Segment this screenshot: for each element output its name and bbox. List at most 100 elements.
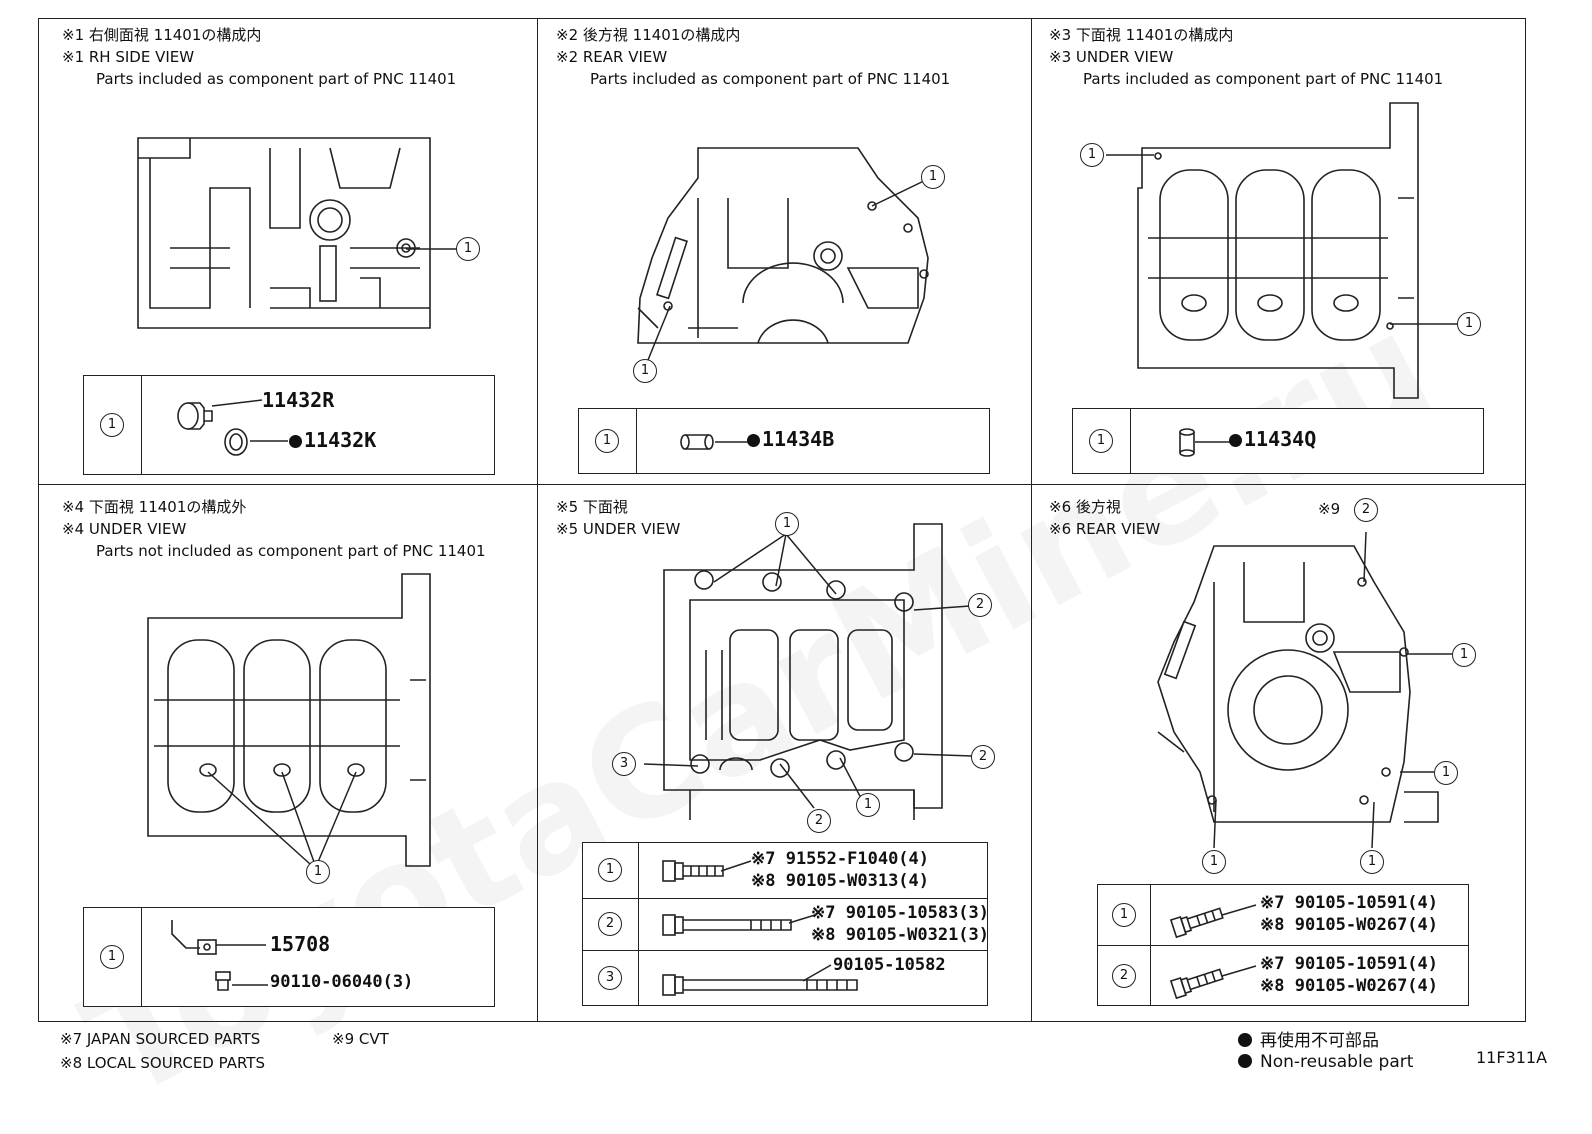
leader-line [211,399,263,407]
panel-3-parts-table: 1 11434Q [1072,408,1484,474]
table-separator [638,843,639,1005]
panel-3-callout-1: 1 [1080,143,1104,167]
panel-5-callout-2: 2 [971,745,995,769]
grid-divider [39,484,1525,485]
legend-text: Non-reusable part [1260,1052,1414,1072]
panel-5-oil-pan-drawing [663,523,943,820]
grid-divider [1031,19,1032,1021]
panel-6-table-key-2: 2 [1112,964,1136,988]
panel-6-engine-block-drawing [1157,545,1439,823]
dowel-pin-icon [1179,428,1195,457]
legend-non-reusable-jp: 再使用不可部品 [1238,1026,1379,1051]
table-separator [636,409,637,473]
leader-line [1221,965,1257,977]
leader-line [1221,904,1257,916]
leader-line [802,964,832,982]
non-reusable-icon [747,434,760,447]
panel-4-parts-table: 1 15708 90110-06040(3) [83,907,495,1007]
panel-6-part-90105-W0267: ※8 90105-W0267(4) [1260,915,1439,935]
panel-6-leader-lines [1213,531,1452,849]
panel-3-table-key-1: 1 [1089,429,1113,453]
panel-4-leader-lines [207,771,357,865]
part-number: 11434B [762,427,835,451]
grid-divider [537,19,538,1021]
panel-6-caption: ※6 後方視 ※6 REAR VIEW [1049,496,1160,540]
panel-5-parts-table: 1 ※7 91552-F1040(4) ※8 90105-W0313(4) 2 … [582,842,990,1006]
panel-1-caption: ※1 右側面視 11401の構成内 ※1 RH SIDE VIEW Parts … [62,24,456,90]
non-reusable-icon [1229,434,1242,447]
panel-5-table-key-2: 2 [598,912,622,936]
panel-4-caption: ※4 下面視 11401の構成外 ※4 UNDER VIEW Parts not… [62,496,486,562]
panel-2-engine-block-drawing [637,147,929,344]
leader-line [1195,441,1231,443]
table-row: 3 90105-10582 [583,950,987,1006]
non-reusable-icon [289,435,302,448]
panel-2-leader-lines [647,177,931,361]
panel-3-leader-lines [1106,154,1458,325]
panel-1-title-en: ※1 RH SIDE VIEW [62,48,195,66]
panel-6-table-key-1: 1 [1112,903,1136,927]
panel-6-part-90105-W0267: ※8 90105-W0267(4) [1260,976,1439,996]
panel-4-title-jp: ※4 下面視 11401の構成外 [62,498,247,516]
leader-line [788,914,816,924]
leader-line [216,944,266,946]
panel-2-part-11434B: 11434B [747,427,834,451]
panel-1-part-11432K: 11432K [289,428,376,452]
panel-5-title-en: ※5 UNDER VIEW [556,520,681,538]
table-row: 2 ※7 90105-10591(4) ※8 90105-W0267(4) [1098,945,1468,1006]
flange-bolt-icon [662,914,792,936]
panel-1-subtitle: Parts included as component part of PNC … [96,70,457,88]
panel-2-title-jp: ※2 後方視 11401の構成内 [556,26,741,44]
diagram-grid [38,18,1526,1022]
panel-5-table-key-3: 3 [598,966,622,990]
part-number: 11432K [304,428,377,452]
panel-6-parts-table: 1 ※7 90105-10591(4) ※8 90105-W0267(4) 2 … [1097,884,1469,1006]
panel-5-part-91552-F1040: ※7 91552-F1040(4) [751,849,930,869]
panel-2-subtitle: Parts included as component part of PNC … [590,70,951,88]
dowel-pin-icon [680,434,714,450]
panel-6-title-jp: ※6 後方視 [1049,498,1121,516]
panel-1-engine-block-drawing [137,137,431,329]
panel-2-table-key-1: 1 [595,429,619,453]
panel-5-part-90105-10583: ※7 90105-10583(3) [811,903,990,923]
panel-6-callout-2: 2 [1354,498,1378,522]
table-row: 1 ※7 90105-10591(4) ※8 90105-W0267(4) [1098,885,1468,945]
panel-2-title-en: ※2 REAR VIEW [556,48,668,66]
non-reusable-icon [1238,1033,1252,1047]
footnote-cvt: ※9 CVT [332,1030,389,1048]
panel-4-callout-1: 1 [306,860,330,884]
table-separator [1130,409,1131,473]
flange-bolt-icon [662,974,858,996]
panel-3-title-en: ※3 UNDER VIEW [1049,48,1174,66]
panel-6-cvt-note: ※9 [1318,500,1341,518]
leader-line [250,440,288,442]
panel-5-callout-2: 2 [807,809,831,833]
panel-5-callout-1: 1 [856,793,880,817]
panel-2-callout-1: 1 [633,359,657,383]
legend-non-reusable-en: Non-reusable part [1238,1052,1413,1072]
panel-6-part-90105-10591: ※7 90105-10591(4) [1260,893,1439,913]
footnote-local-sourced: ※8 LOCAL SOURCED PARTS [60,1054,265,1072]
table-row: 2 ※7 90105-10583(3) ※8 90105-W0321(3) [583,898,990,951]
panel-5-callout-1: 1 [775,512,799,536]
panel-4-part-15708: 15708 [270,932,331,956]
panel-5-part-90105-W0321: ※8 90105-W0321(3) [811,925,990,945]
panel-5-leader-lines [643,533,973,809]
panel-3-engine-block-drawing [1137,102,1419,399]
panel-5-part-90105-10582: 90105-10582 [833,955,946,975]
panel-3-title-jp: ※3 下面視 11401の構成内 [1049,26,1234,44]
panel-6-callout-1: 1 [1360,850,1384,874]
panel-6-callout-1: 1 [1202,850,1226,874]
panel-6-callout-1: 1 [1434,761,1458,785]
legend-text: 再使用不可部品 [1260,1031,1379,1051]
panel-5-part-90105-W0313: ※8 90105-W0313(4) [751,871,930,891]
panel-3-callout-1: 1 [1457,312,1481,336]
panel-2-caption: ※2 後方視 11401の構成内 ※2 REAR VIEW Parts incl… [556,24,950,90]
flange-bolt-icon [1169,907,1224,939]
panel-3-part-11434Q: 11434Q [1229,427,1316,451]
table-separator [141,908,142,1006]
panel-5-title-jp: ※5 下面視 [556,498,628,516]
panel-3-subtitle: Parts included as component part of PNC … [1083,70,1444,88]
panel-6-title-en: ※6 REAR VIEW [1049,520,1161,538]
plug-icon [177,402,213,430]
